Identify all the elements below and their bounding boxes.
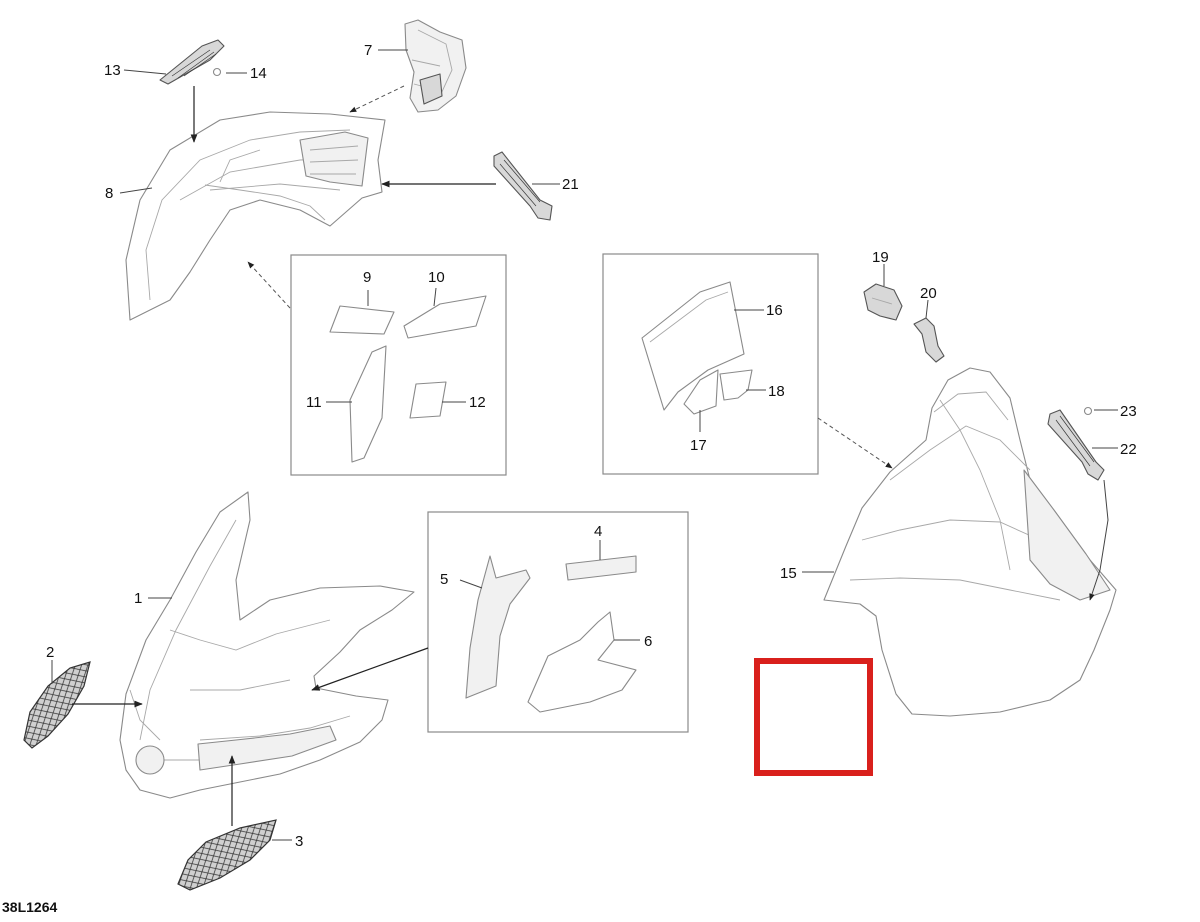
- callout-19: 19: [872, 249, 889, 266]
- part-14-nut[interactable]: [212, 67, 222, 77]
- part-22-strap[interactable]: [1047, 409, 1105, 481]
- callout-22: 22: [1120, 441, 1137, 458]
- part-15-side-fairing[interactable]: [823, 367, 1117, 717]
- part-6-panel[interactable]: [527, 611, 637, 713]
- callout-4: 4: [594, 523, 602, 540]
- part-10-decal[interactable]: [403, 295, 487, 339]
- part-19-clip[interactable]: [863, 283, 903, 321]
- part-21-strap[interactable]: [493, 151, 553, 221]
- callout-13: 13: [104, 62, 121, 79]
- callout-1: 1: [134, 590, 142, 607]
- connection-arrows: [72, 85, 1109, 826]
- callout-14: 14: [250, 65, 267, 82]
- callout-7: 7: [364, 42, 372, 59]
- callout-10: 10: [428, 269, 445, 286]
- kit-box-4-6: [427, 511, 689, 733]
- part-16-panel[interactable]: [641, 281, 745, 411]
- callout-6: 6: [644, 633, 652, 650]
- callout-17: 17: [690, 437, 707, 454]
- callout-3: 3: [295, 833, 303, 850]
- part-23-nut[interactable]: [1083, 406, 1093, 416]
- highlight-box: [754, 658, 873, 776]
- callout-18: 18: [768, 383, 785, 400]
- callout-8: 8: [105, 185, 113, 202]
- callout-21: 21: [562, 176, 579, 193]
- callout-9: 9: [363, 269, 371, 286]
- diagram-code: 38L1264: [2, 899, 57, 915]
- part-17-panel[interactable]: [683, 369, 719, 415]
- kit-box-9-12: [290, 254, 507, 476]
- part-1-front-fairing[interactable]: [119, 491, 415, 799]
- callout-2: 2: [46, 644, 54, 661]
- part-20-clip[interactable]: [913, 317, 945, 363]
- part-8-windshield-frame[interactable]: [125, 111, 386, 321]
- part-5-panel[interactable]: [465, 555, 531, 699]
- callout-12: 12: [469, 394, 486, 411]
- part-4-strip[interactable]: [565, 555, 637, 581]
- callout-labels: 13 14 7 8 21 9 10 11 12 16 18 17 19 20 2…: [46, 42, 1137, 850]
- callout-15: 15: [780, 565, 797, 582]
- part-2-mesh-vent[interactable]: [23, 661, 91, 749]
- part-3-mesh-vent[interactable]: [177, 819, 277, 891]
- kit-box-16-18: [602, 253, 819, 475]
- callout-5: 5: [440, 571, 448, 588]
- callout-20: 20: [920, 285, 937, 302]
- part-12-decal[interactable]: [409, 381, 447, 419]
- part-13-bracket[interactable]: [159, 39, 225, 85]
- callout-23: 23: [1120, 403, 1137, 420]
- callout-11: 11: [306, 394, 322, 411]
- part-7-bracket[interactable]: [404, 19, 467, 113]
- callout-16: 16: [766, 302, 783, 319]
- part-11-decal[interactable]: [349, 345, 387, 463]
- part-18-panel[interactable]: [719, 369, 753, 401]
- part-9-decal[interactable]: [329, 305, 395, 335]
- leader-lines: [51, 49, 1118, 841]
